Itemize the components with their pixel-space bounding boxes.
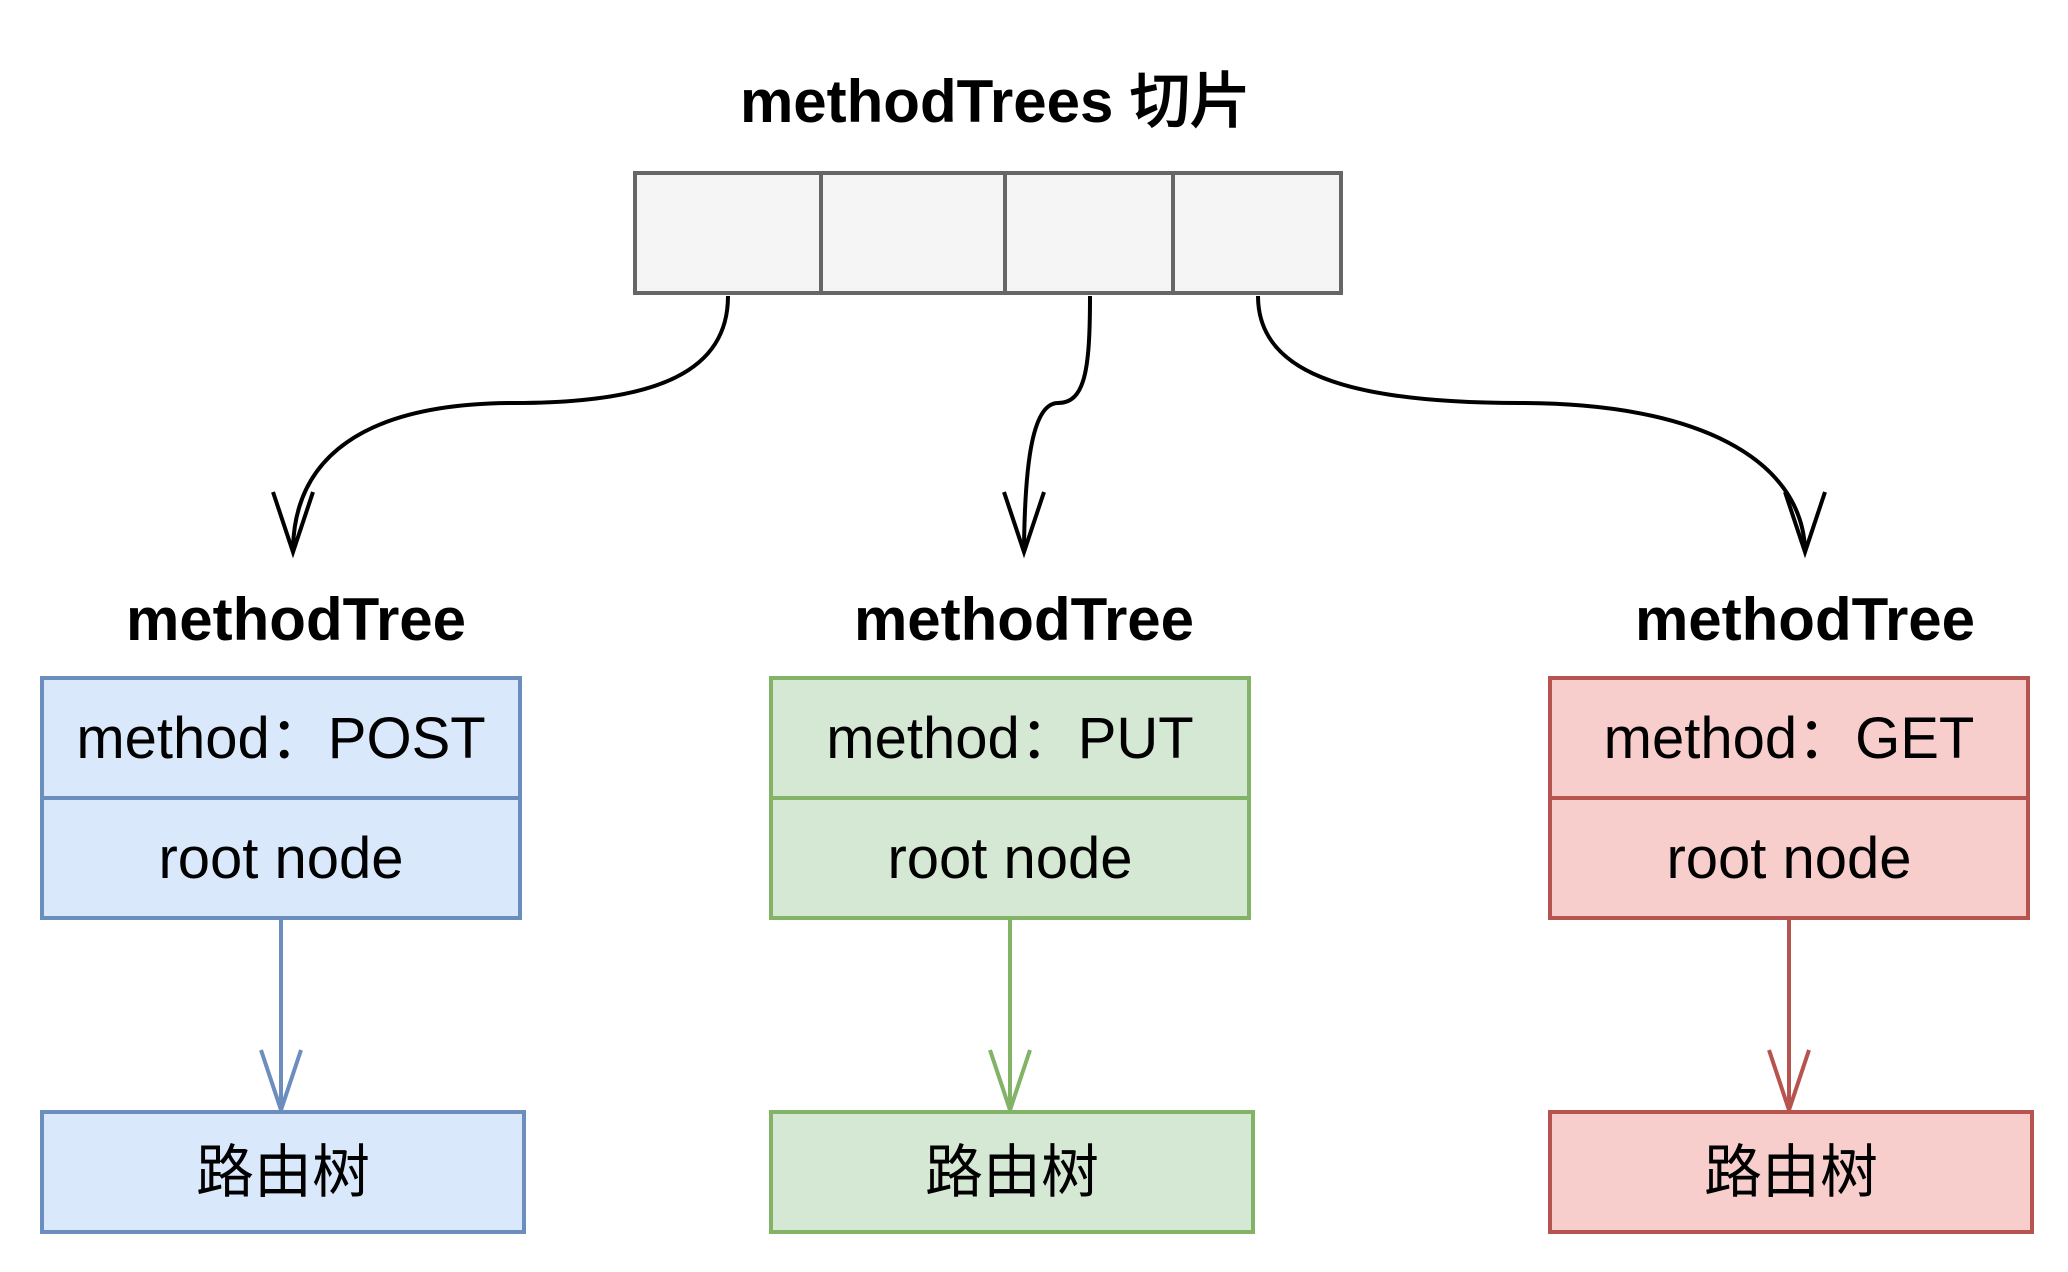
method-field: method：POST — [76, 706, 485, 771]
routing-tree-label: 路由树 — [925, 1140, 1099, 1205]
root-node-box — [1548, 796, 2030, 920]
slice-cell — [1171, 171, 1343, 295]
root-node-box — [769, 796, 1251, 920]
method-trees-slice — [633, 171, 1343, 295]
root-node-field: root node — [158, 826, 403, 891]
method-field: method：PUT — [826, 706, 1193, 771]
connector-post — [291, 295, 730, 549]
slice-cell — [633, 171, 823, 295]
routing-tree-box — [769, 1110, 1255, 1234]
method-field-box — [40, 676, 522, 800]
method-tree-put: methodTree method：PUT root node 路由树 — [769, 586, 1255, 1234]
arrowhead-post — [271, 491, 315, 559]
method-field-box — [769, 676, 1251, 800]
root-node-field: root node — [1666, 826, 1911, 891]
routing-tree-box — [40, 1110, 526, 1234]
slice-connectors — [271, 295, 1827, 559]
method-tree-heading: methodTree — [854, 586, 1194, 653]
routing-tree-box — [1548, 1110, 2034, 1234]
method-field-box — [1548, 676, 2030, 800]
method-tree-post: methodTree method：POST root node 路由树 — [40, 586, 526, 1234]
slice-title: methodTrees 切片 — [740, 68, 1250, 135]
routing-tree-label: 路由树 — [1704, 1140, 1878, 1205]
slice-cell — [1003, 171, 1175, 295]
method-field: method：GET — [1604, 706, 1975, 771]
method-tree-heading: methodTree — [1635, 586, 1975, 653]
routing-tree-label: 路由树 — [196, 1140, 370, 1205]
method-tree-heading: methodTree — [126, 586, 466, 653]
method-tree-get: methodTree method：GET root node 路由树 — [1548, 586, 2034, 1234]
arrowhead-get — [1783, 491, 1827, 559]
root-node-box — [40, 796, 522, 920]
slice-cell — [819, 171, 1007, 295]
arrowhead-put — [1002, 491, 1046, 559]
root-node-field: root node — [887, 826, 1132, 891]
connector-get — [1256, 295, 1807, 549]
connector-put — [1022, 295, 1092, 549]
